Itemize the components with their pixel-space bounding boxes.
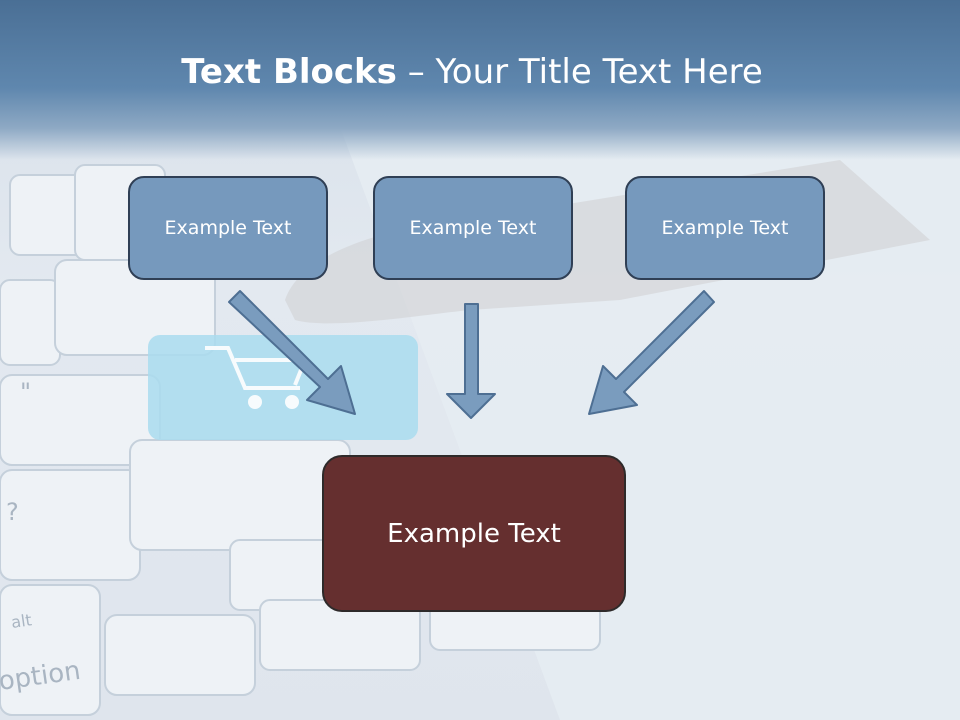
text-block-left-label: Example Text [164, 217, 292, 239]
title-bold: Text Blocks [181, 52, 397, 92]
svg-text:alt: alt [10, 610, 33, 632]
text-block-right[interactable]: Example Text [625, 176, 825, 280]
title-separator: – [396, 52, 436, 92]
arrow-center-to-center [446, 303, 496, 419]
arrow-left-to-center [228, 290, 356, 415]
arrow-right-to-center [588, 290, 715, 415]
text-block-center[interactable]: Example Text [322, 455, 626, 612]
text-block-middle-label: Example Text [409, 217, 537, 239]
text-block-left[interactable]: Example Text [128, 176, 328, 280]
svg-text:": " [20, 378, 31, 406]
text-block-middle[interactable]: Example Text [373, 176, 573, 280]
title-rest: Your Title Text Here [435, 52, 763, 92]
svg-text:?: ? [6, 498, 19, 526]
page-title: Text Blocks – Your Title Text Here [0, 52, 944, 92]
text-block-center-label: Example Text [387, 518, 561, 549]
text-block-right-label: Example Text [661, 217, 789, 239]
header-band [0, 0, 960, 160]
